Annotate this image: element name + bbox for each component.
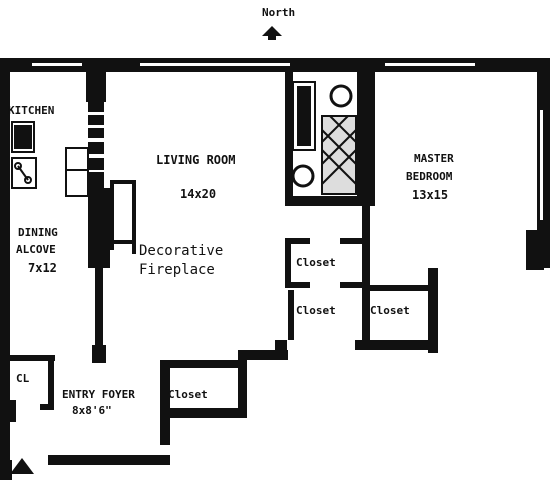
dining-alcove-label-2: ALCOVE	[16, 243, 56, 256]
master-bedroom-size: 13x15	[412, 188, 448, 202]
closet-label-a: Closet	[296, 256, 336, 269]
closet-label-c: Closet	[370, 304, 410, 317]
master-bedroom-label-2: BEDROOM	[406, 170, 453, 183]
kitchen-appliances	[11, 121, 89, 197]
fireplace-label-2: Fireplace	[139, 262, 215, 278]
windows	[32, 63, 543, 220]
kitchen-label: KITCHEN	[8, 104, 54, 117]
dining-alcove-label: DINING	[18, 226, 58, 239]
master-bedroom-label: MASTER	[414, 152, 454, 165]
bathroom-fixtures	[291, 81, 357, 195]
living-room-label: LIVING ROOM	[156, 153, 235, 167]
north-compass: North	[262, 6, 295, 40]
fireplace-label: Decorative	[139, 243, 223, 259]
dining-alcove-size: 7x12	[28, 261, 57, 275]
entry-arrow-icon	[10, 458, 34, 474]
bathtub-icon	[292, 81, 316, 151]
kitchen-sink-icon	[11, 121, 35, 153]
toilet-icon	[291, 164, 315, 188]
north-arrow-stem	[268, 36, 276, 40]
sink-icon	[329, 84, 353, 108]
entry-foyer-size: 8x8'6"	[72, 404, 112, 417]
living-room-size: 14x20	[180, 187, 216, 201]
north-arrow-icon	[262, 26, 282, 36]
entry-foyer-label: ENTRY FOYER	[62, 388, 135, 401]
exterior-walls	[0, 58, 550, 480]
refrigerator-icon	[65, 147, 89, 197]
closet-label-d: Closet	[168, 388, 208, 401]
interior-walls	[10, 72, 434, 422]
closet-label-b: Closet	[296, 304, 336, 317]
cl-label: CL	[16, 372, 30, 385]
north-label: North	[262, 6, 295, 19]
stove-icon	[11, 157, 37, 189]
